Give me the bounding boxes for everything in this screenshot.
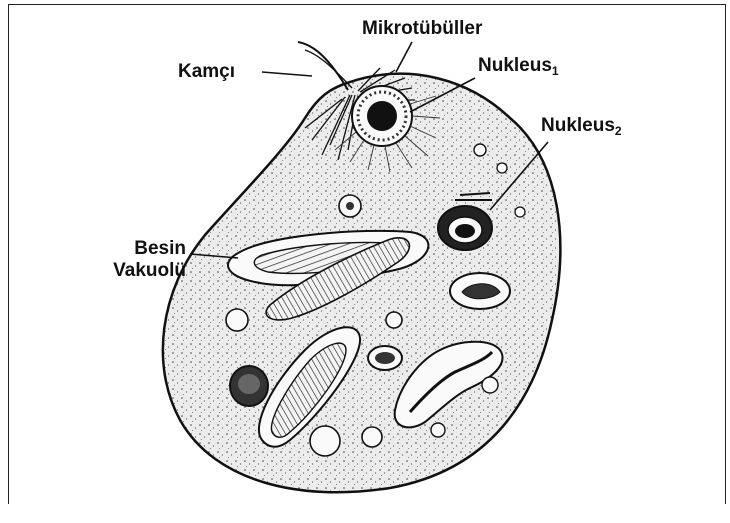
small-vacuole-d [362, 427, 382, 447]
flagellum-2 [305, 50, 352, 88]
flagellum [298, 42, 348, 90]
small-vacuole-i [515, 207, 525, 217]
leader-kamci [262, 72, 312, 76]
small-vacuole-j [497, 163, 507, 173]
label-kamci: Kamçı [178, 61, 235, 83]
small-vacuole-c [310, 426, 340, 456]
small-vacuole-f [482, 377, 498, 393]
label-vakuolu: Vakuolü [88, 260, 186, 282]
label-nukleus-2: Nukleus2 [541, 115, 622, 142]
small-vacuole-h [474, 144, 486, 156]
small-vacuole-e [386, 312, 402, 328]
label-nukleus-1: Nukleus1 [478, 55, 559, 82]
leader-mikrotubuller [396, 42, 412, 72]
label-mikrotubuller: Mikrotübüller [362, 18, 482, 40]
dark-vacuole-inner [238, 374, 260, 394]
label-besin-vakuolu: Besin Vakuolü [88, 238, 186, 282]
label-besin: Besin [88, 238, 186, 260]
small-vacuole-g [431, 423, 445, 437]
small-vacuole-a [226, 309, 248, 331]
